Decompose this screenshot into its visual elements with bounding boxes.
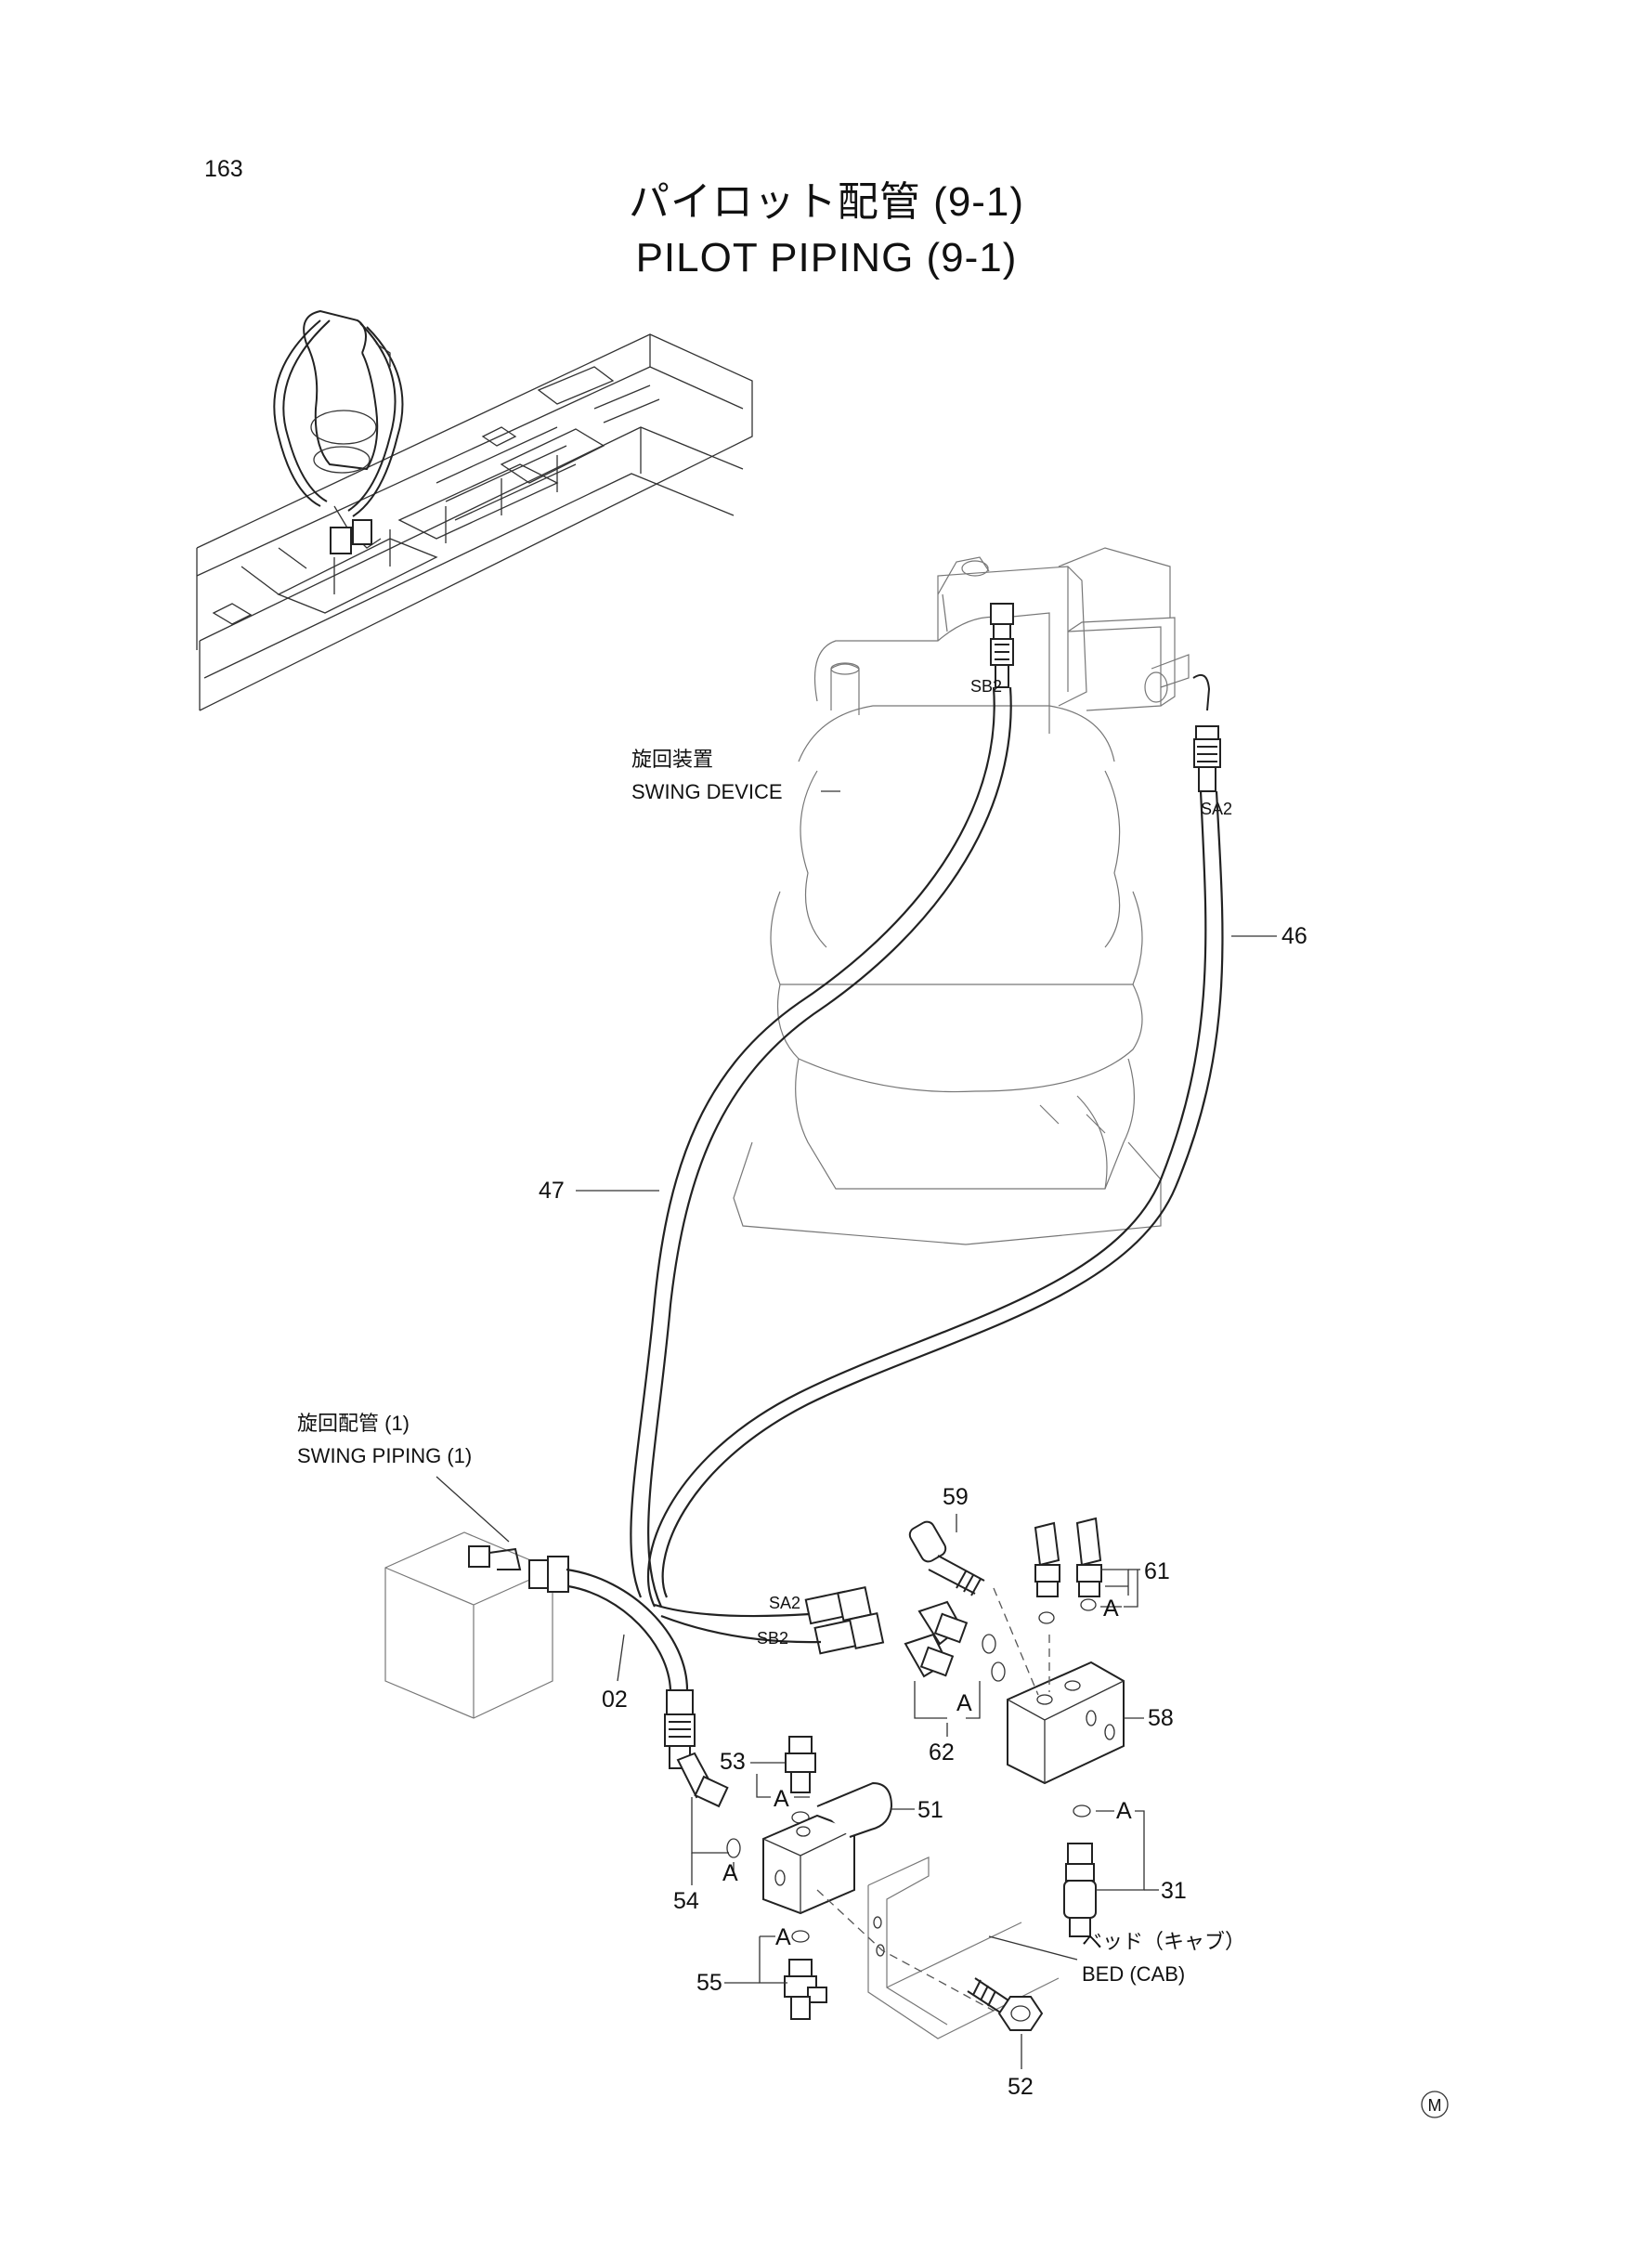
hose-47 — [630, 686, 1012, 1608]
detail-mark-a-62: A — [956, 1690, 972, 1716]
elbows-62 — [904, 1600, 1006, 1682]
overview-frame-sketch — [196, 309, 753, 711]
hose-02 — [566, 1568, 696, 1769]
swing-device — [733, 547, 1190, 1245]
connector-31 — [1063, 1804, 1097, 1937]
port-label-sb2-bottom: SB2 — [757, 1629, 788, 1648]
detail-mark-a-53: A — [774, 1786, 789, 1812]
callout-61: 61 — [1144, 1558, 1170, 1584]
hose-end-fittings — [654, 1586, 885, 1655]
bolt-59 — [908, 1520, 985, 1596]
page-number: 163 — [204, 156, 243, 182]
callout-53: 53 — [720, 1749, 746, 1775]
valve-block-58 — [993, 1587, 1125, 1785]
callout-51: 51 — [917, 1797, 943, 1823]
connector-55 — [784, 1930, 827, 2020]
callout-62: 62 — [929, 1739, 955, 1765]
callout-02: 02 — [602, 1687, 628, 1713]
hose-46 — [647, 790, 1224, 1608]
swing-piping-label-jp: 旋回配管 (1) — [297, 1412, 410, 1435]
swing-device-fittings — [990, 603, 1221, 792]
swing-piping-box — [384, 1531, 569, 1719]
corner-mark: M — [1421, 2091, 1449, 2118]
bed-angle — [816, 1857, 1060, 2039]
detail-mark-a-31: A — [1116, 1798, 1132, 1824]
port-label-sb2-top: SB2 — [970, 677, 1002, 696]
callout-46: 46 — [1281, 923, 1307, 949]
detail-mark-a-54: A — [722, 1860, 738, 1886]
detail-mark-a-61: A — [1103, 1596, 1119, 1622]
callout-54: 54 — [673, 1888, 699, 1914]
title-japanese: パイロット配管 (9-1) — [629, 179, 1024, 225]
callout-31: 31 — [1161, 1878, 1187, 1904]
swing-piping-label-en: SWING PIPING (1) — [297, 1444, 472, 1467]
elbow-54 — [676, 1752, 741, 1858]
bed-label-en: BED (CAB) — [1082, 1962, 1185, 1986]
callout-59: 59 — [943, 1484, 969, 1510]
swing-device-label-jp: 旋回装置 — [631, 748, 713, 771]
bed-label-jp: ベッド（キャブ） — [1082, 1930, 1245, 1953]
elbows-61 — [1034, 1517, 1102, 1624]
title-english: PILOT PIPING (9-1) — [636, 235, 1018, 280]
connector-53 — [785, 1736, 816, 1793]
bolt-52 — [967, 1977, 1044, 2031]
svg-text:M: M — [1428, 2096, 1442, 2115]
swing-device-label-en: SWING DEVICE — [631, 780, 783, 803]
detail-mark-a-55: A — [775, 1924, 791, 1950]
callout-58: 58 — [1148, 1705, 1174, 1731]
port-label-sa2-bottom: SA2 — [769, 1594, 800, 1612]
callout-47: 47 — [539, 1178, 565, 1204]
valve-block-51 — [762, 1781, 893, 1915]
callout-55: 55 — [696, 1970, 722, 1996]
callout-52: 52 — [1008, 2074, 1034, 2100]
